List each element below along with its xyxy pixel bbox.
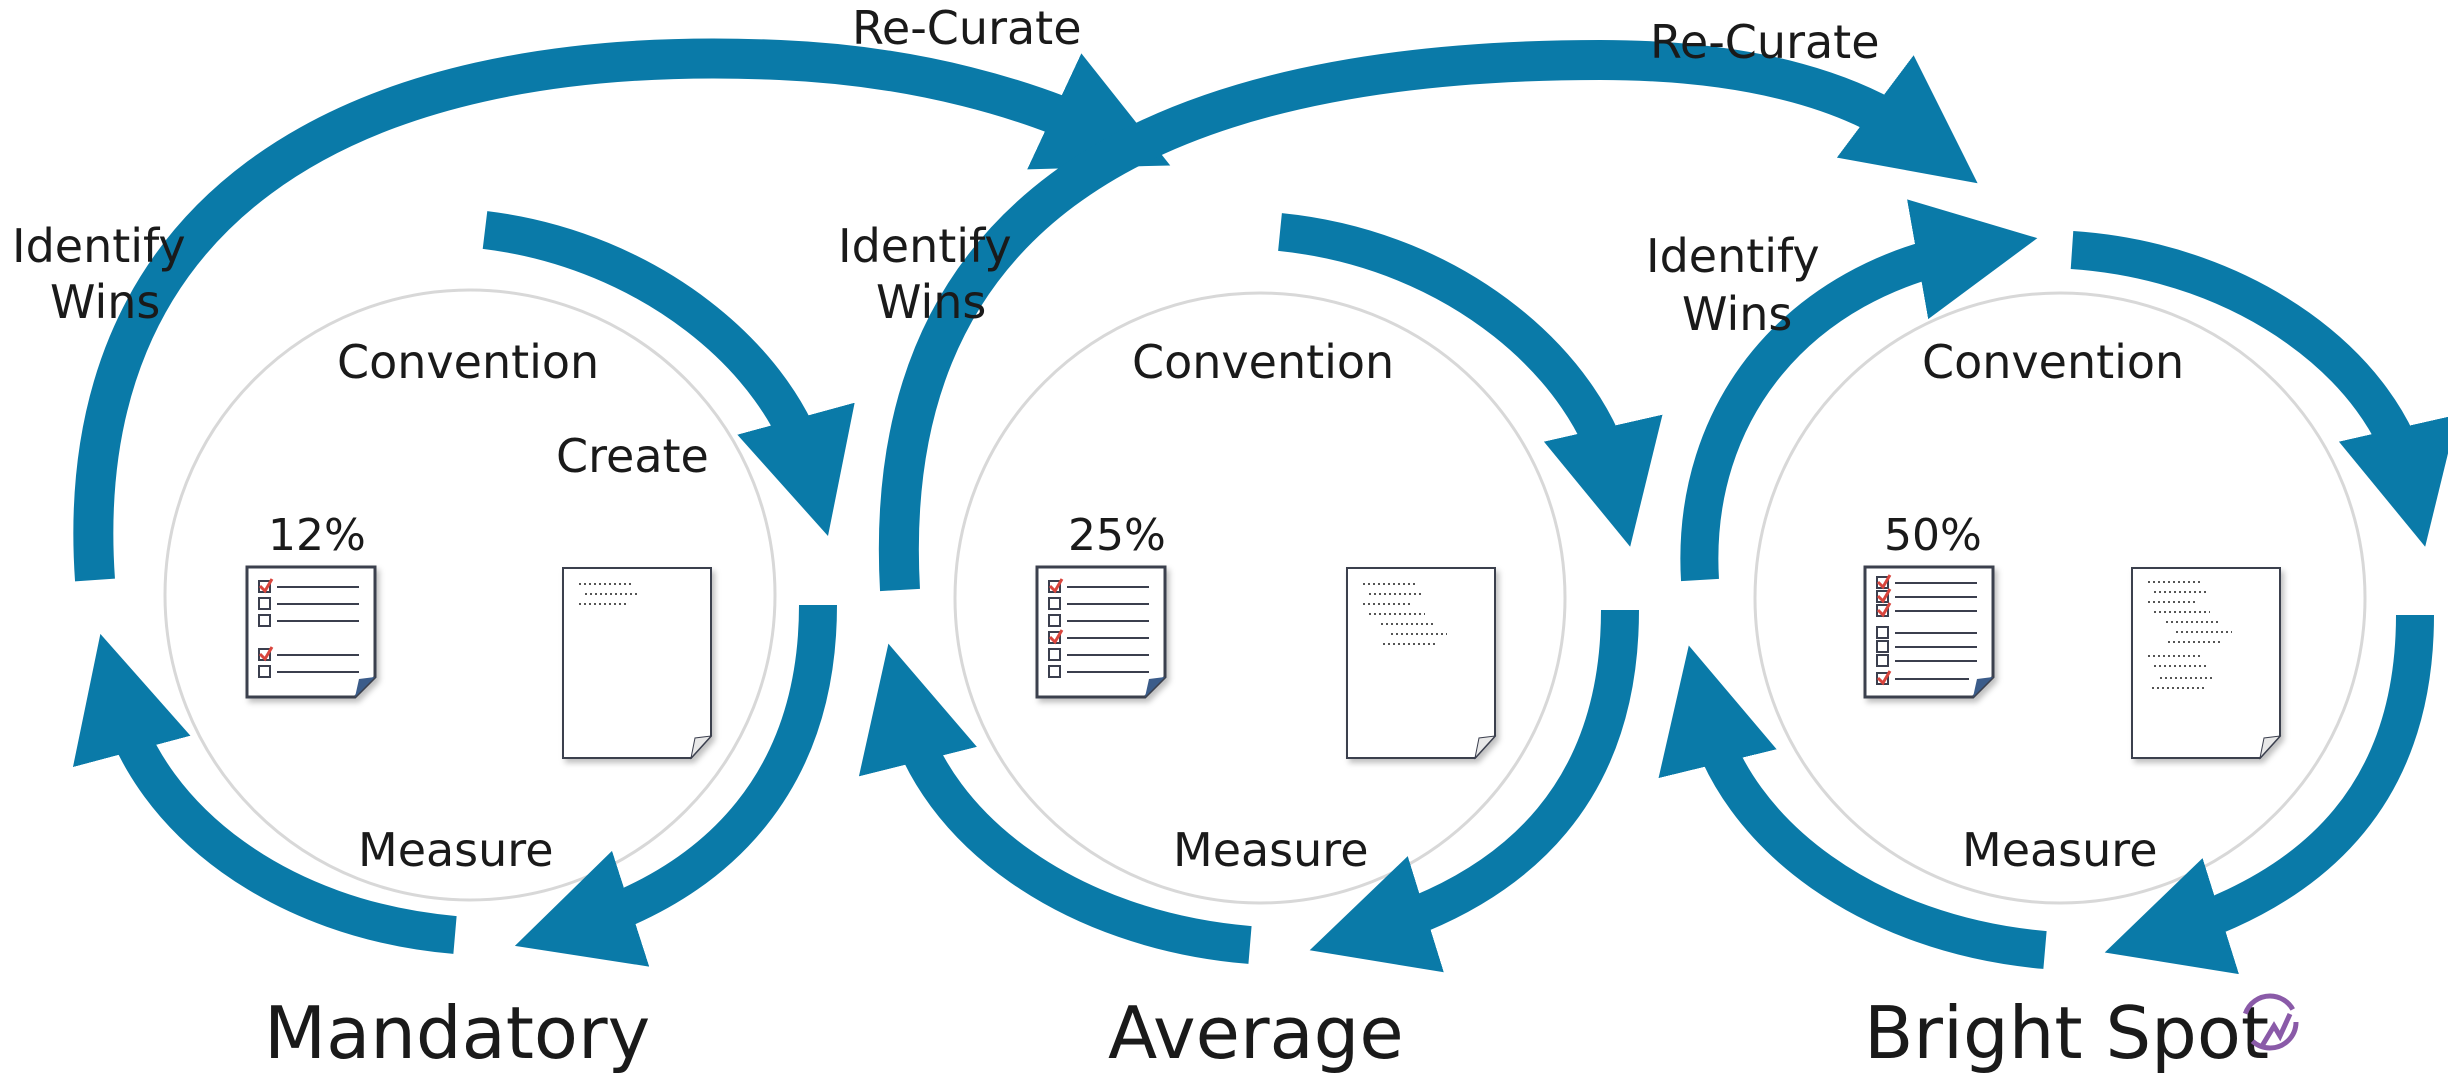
identify-wins-label-line1: Identify bbox=[1646, 229, 1820, 283]
stage-circle-outline bbox=[163, 288, 777, 902]
checklist-document-icon bbox=[1863, 565, 1995, 699]
stage-title: Bright Spot bbox=[1864, 991, 2269, 1073]
measure-in-arrow bbox=[858, 643, 1252, 964]
recurate-arrow bbox=[878, 39, 1978, 592]
create-arrow bbox=[2070, 231, 2448, 547]
convention-label: Convention bbox=[1922, 335, 2184, 389]
identify-wins-label-line1: Identify bbox=[838, 219, 1012, 273]
percent-label: 12% bbox=[268, 510, 366, 561]
stage-title: Mandatory bbox=[264, 991, 650, 1073]
stage-average: Re-Curate Identify Wins Convention Measu… bbox=[838, 15, 1978, 1073]
identify-wins-label-line2: Wins bbox=[876, 275, 986, 329]
measure-out-arrow bbox=[2104, 614, 2434, 975]
draft-document-icon bbox=[1346, 567, 1497, 760]
recurate-arrow bbox=[73, 38, 1171, 582]
stage-title: Average bbox=[1108, 991, 1404, 1073]
recurate-label: Re-Curate bbox=[1650, 15, 1880, 69]
create-arrow bbox=[482, 211, 855, 536]
measure-out-arrow bbox=[514, 604, 837, 967]
measure-label: Measure bbox=[1173, 823, 1369, 877]
convention-label: Convention bbox=[1132, 335, 1394, 389]
checklist-document-icon bbox=[245, 565, 377, 699]
recurate-label: Re-Curate bbox=[852, 1, 1082, 55]
checklist-document-icon bbox=[1035, 565, 1167, 699]
percent-label: 50% bbox=[1884, 510, 1982, 561]
convention-label: Convention bbox=[337, 335, 599, 389]
stage-circle-outline bbox=[1753, 291, 2367, 905]
stage-mandatory: Re-Curate Identify Wins Convention Creat… bbox=[12, 1, 1171, 1073]
stage-bright-spot: Identify Wins Convention Measure 50% Bri… bbox=[1646, 199, 2448, 1073]
stage-circle-outline bbox=[953, 291, 1567, 905]
measure-in-arrow bbox=[73, 633, 457, 954]
measure-label: Measure bbox=[358, 823, 554, 877]
identify-wins-label-line2: Wins bbox=[50, 275, 160, 329]
draft-document-icon bbox=[2131, 567, 2282, 760]
draft-document-icon bbox=[562, 567, 713, 760]
identify-wins-label-line2: Wins bbox=[1682, 287, 1792, 341]
percent-label: 25% bbox=[1068, 510, 1166, 561]
identify-wins-label-line1: Identify bbox=[12, 219, 186, 273]
create-label: Create bbox=[556, 429, 709, 483]
measure-out-arrow bbox=[1309, 609, 1639, 973]
identify-wins-arrow bbox=[1680, 199, 2038, 582]
measure-in-arrow bbox=[1658, 645, 2047, 969]
measure-label: Measure bbox=[1962, 823, 2158, 877]
logo-mark-icon bbox=[2241, 993, 2299, 1051]
create-arrow bbox=[1278, 213, 1663, 547]
